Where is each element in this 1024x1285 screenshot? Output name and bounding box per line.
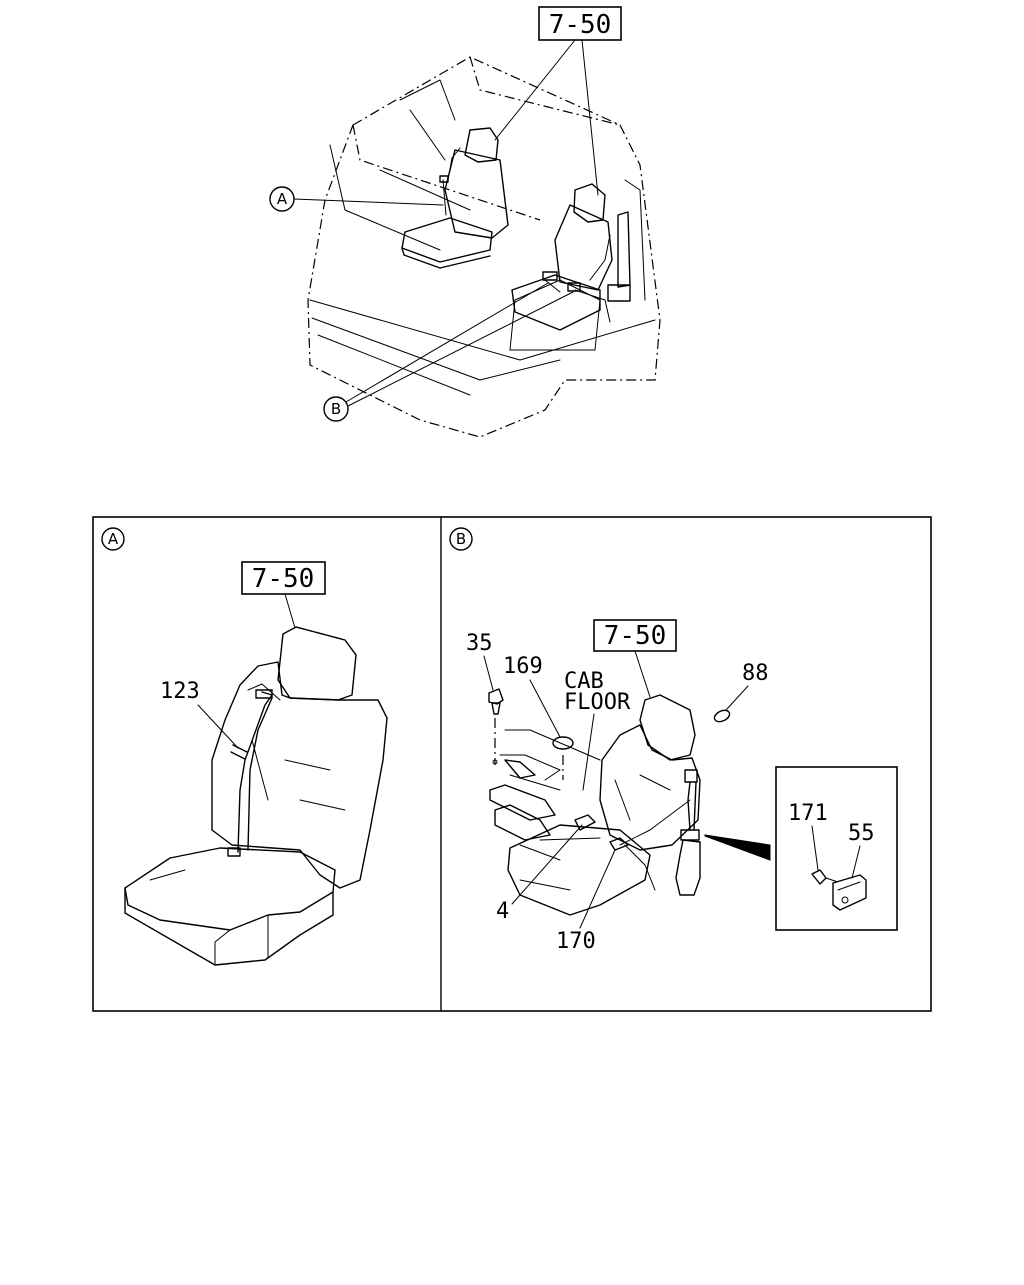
- cab-floor-line2: FLOOR: [564, 690, 631, 715]
- detail-a-ref-box: [241, 561, 326, 595]
- detail-a-panel: A 7-50 123: [101, 527, 388, 966]
- callout-b-letter: B: [331, 400, 341, 418]
- detail-b-ref-label: 7-50: [604, 621, 667, 651]
- part-169-label: 169: [503, 654, 543, 679]
- part-123-label: 123: [160, 679, 200, 704]
- part-4-label: 4: [496, 899, 509, 924]
- part-88-label: 88: [742, 661, 769, 686]
- overview-ref-box: [538, 6, 622, 41]
- callout-b-circle: [323, 396, 349, 422]
- part-55-label: 55: [848, 821, 875, 846]
- cab-overview: 7-50 A B: [269, 6, 661, 438]
- detail-a-ref-label: 7-50: [252, 564, 315, 594]
- callout-a-letter: A: [277, 190, 288, 208]
- overview-ref-label: 7-50: [549, 10, 612, 40]
- detail-b-marker: B: [456, 530, 466, 548]
- cab-floor-line1: CAB: [564, 669, 604, 694]
- part-171-label: 171: [788, 801, 828, 826]
- detail-b-marker-circle: [449, 527, 473, 551]
- detail-a-marker: A: [108, 530, 119, 548]
- detail-b-panel: B: [449, 527, 898, 954]
- part-170-label: 170: [556, 929, 596, 954]
- part-35-label: 35: [466, 631, 493, 656]
- detail-a-marker-circle: [101, 527, 125, 551]
- detail-b-inset-box: [775, 766, 898, 931]
- detail-panel-frame: [92, 516, 932, 1012]
